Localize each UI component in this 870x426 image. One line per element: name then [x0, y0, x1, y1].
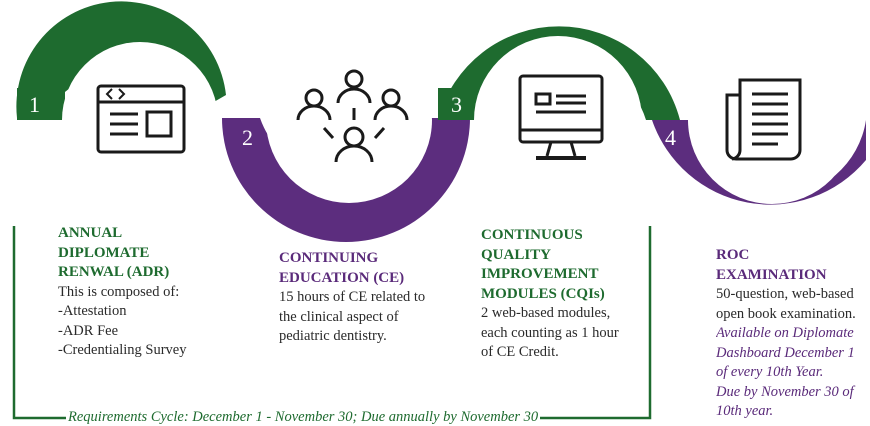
step-3-arc	[438, 26, 680, 120]
step-3-title: MODULES (CQIs)	[481, 285, 605, 302]
browser-code-icon	[96, 84, 186, 154]
step-2-circle	[266, 37, 432, 203]
step-1-tab	[17, 88, 65, 120]
step-3-text: CONTINUOUS QUALITY IMPROVEMENT MODULES (…	[481, 226, 619, 363]
step-4-note: Available on Diplomate	[716, 325, 854, 341]
step-4-arc	[652, 120, 866, 205]
step-2-body: pediatric dentistry.	[279, 328, 387, 344]
step-1-text: ANNUAL DIPLOMATE RENWAL (ADR) This is co…	[58, 224, 186, 361]
step-3-title: QUALITY	[481, 246, 552, 263]
step-1-title: DIPLOMATE	[58, 244, 150, 261]
step-4-note: Due by November 30 of	[716, 383, 854, 400]
step-3-body: each counting as 1 hour	[481, 324, 619, 341]
step-1-body: -Credentialing Survey	[58, 342, 187, 358]
people-network-icon	[296, 69, 409, 163]
step-4-note: of every 10th Year.	[716, 364, 824, 380]
step-2-body: the clinical aspect of	[279, 308, 399, 325]
newspaper-scroll-icon	[725, 78, 802, 161]
step-1-number: 1	[29, 92, 40, 117]
step-2-number: 2	[242, 125, 253, 150]
step-3-circle	[474, 36, 642, 204]
step-3-body: 2 web-based modules,	[481, 305, 611, 321]
step-4-circle	[688, 36, 856, 204]
step-2-text: CONTINUING EDUCATION (CE) 15 hours of CE…	[279, 249, 425, 347]
computer-monitor-icon	[518, 74, 604, 160]
requirements-cycle-caption: Requirements Cycle: December 1 - Novembe…	[66, 409, 541, 425]
step-1-title: RENWAL (ADR)	[58, 264, 170, 280]
step-1-body: -ADR Fee	[58, 322, 119, 339]
step-4-body: open book examination.	[716, 305, 856, 322]
step-4-note: 10th year.	[716, 403, 774, 419]
step-4-title: ROC	[716, 247, 750, 263]
step-1-title: ANNUAL	[58, 225, 123, 241]
step-4-body: 50-question, web-based	[716, 286, 854, 302]
step-3-title: IMPROVEMENT	[481, 266, 599, 282]
step-3-title: CONTINUOUS	[481, 227, 583, 243]
step-1-circle	[62, 42, 218, 198]
step-1-body: This is composed of:	[58, 283, 180, 300]
step-4-note: Dashboard December 1	[716, 344, 855, 361]
step-4-text: ROC EXAMINATION 50-question, web-based o…	[716, 246, 870, 422]
step-4-number: 4	[665, 125, 676, 150]
step-1-body: -Attestation	[58, 303, 127, 319]
step-3-number: 3	[451, 92, 462, 117]
step-2-title: EDUCATION (CE)	[279, 269, 405, 286]
step-2-title: CONTINUING	[279, 250, 379, 266]
step-4-title: EXAMINATION	[716, 266, 827, 283]
step-3-body: of CE Credit.	[481, 344, 559, 360]
step-2-body: 15 hours of CE related to	[279, 289, 426, 305]
